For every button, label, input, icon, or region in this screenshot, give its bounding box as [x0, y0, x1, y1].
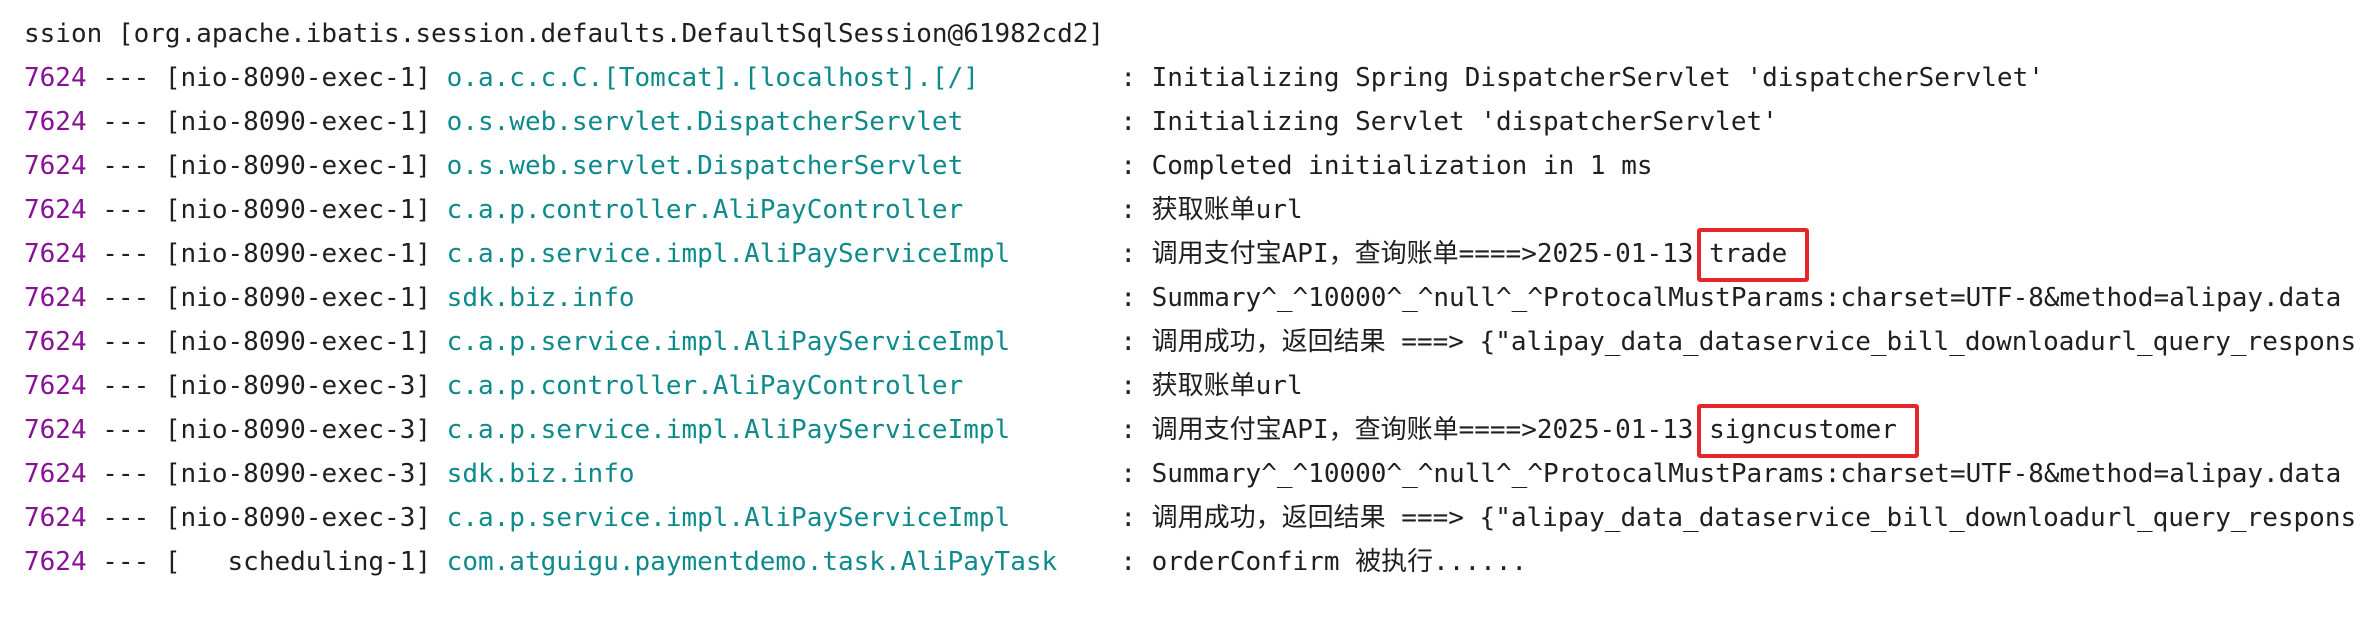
log-pid: 7624 — [24, 547, 87, 577]
log-colon: : — [1120, 415, 1152, 445]
log-thread: [nio-8090-exec-1] — [164, 239, 432, 269]
log-logger: o.s.web.servlet.DispatcherServlet — [446, 151, 964, 181]
log-separator: --- — [102, 151, 150, 181]
log-pid: 7624 — [24, 283, 87, 313]
log-line: 7624 --- [nio-8090-exec-1] o.s.web.servl… — [24, 144, 1653, 188]
log-separator: --- — [102, 239, 150, 269]
log-message: 调用成功，返回结果 ===> {"alipay_data_dataservice… — [1151, 327, 2357, 357]
log-colon: : — [1120, 459, 1152, 489]
log-line: 7624 --- [nio-8090-exec-1] o.a.c.c.C.[To… — [24, 56, 2044, 100]
log-logger: sdk.biz.info — [446, 459, 635, 489]
log-thread: [nio-8090-exec-1] — [164, 195, 432, 225]
log-pid: 7624 — [24, 459, 87, 489]
log-thread: [nio-8090-exec-1] — [164, 151, 432, 181]
log-thread: [nio-8090-exec-1] — [164, 63, 432, 93]
log-pid: 7624 — [24, 239, 87, 269]
log-logger: o.s.web.servlet.DispatcherServlet — [446, 107, 964, 137]
log-pid: 7624 — [24, 327, 87, 357]
log-logger: c.a.p.service.impl.AliPayServiceImpl — [446, 327, 1011, 357]
log-logger: c.a.p.service.impl.AliPayServiceImpl — [446, 239, 1011, 269]
log-message: Summary^_^10000^_^null^_^ProtocalMustPar… — [1151, 459, 2342, 489]
log-colon: : — [1120, 239, 1152, 269]
log-line: 7624 --- [nio-8090-exec-1] c.a.p.control… — [24, 188, 1303, 232]
log-message: 调用支付宝API，查询账单====>2025-01-13 — [1151, 239, 1710, 269]
log-logger: o.a.c.c.C.[Tomcat].[localhost].[/] — [446, 63, 979, 93]
log-separator: --- — [102, 459, 150, 489]
log-message: 调用支付宝API，查询账单====>2025-01-13 — [1151, 415, 1710, 445]
log-thread: [nio-8090-exec-3] — [164, 459, 432, 489]
log-logger: c.a.p.service.impl.AliPayServiceImpl — [446, 503, 1011, 533]
log-line: 7624 --- [nio-8090-exec-1] c.a.p.service… — [24, 320, 2356, 364]
log-message: Completed initialization in 1 ms — [1151, 151, 1653, 181]
log-separator: --- — [102, 283, 150, 313]
highlight-box: signcustomer — [1697, 404, 1919, 458]
log-thread: [nio-8090-exec-1] — [164, 107, 432, 137]
log-logger: com.atguigu.paymentdemo.task.AliPayTask — [446, 547, 1058, 577]
log-colon: : — [1120, 151, 1152, 181]
log-separator: --- — [102, 371, 150, 401]
log-separator: --- — [102, 327, 150, 357]
log-colon: : — [1120, 503, 1152, 533]
log-line: 7624 --- [nio-8090-exec-3] c.a.p.control… — [24, 364, 1303, 408]
log-pid: 7624 — [24, 503, 87, 533]
log-line: 7624 --- [nio-8090-exec-3] sdk.biz.info … — [24, 452, 2341, 496]
log-logger: c.a.p.service.impl.AliPayServiceImpl — [446, 415, 1011, 445]
highlight-box: trade — [1697, 228, 1810, 282]
log-pid: 7624 — [24, 371, 87, 401]
log-separator: --- — [102, 63, 150, 93]
log-colon: : — [1120, 283, 1152, 313]
log-message: orderConfirm 被执行...... — [1151, 547, 1528, 577]
log-thread: [nio-8090-exec-3] — [164, 415, 432, 445]
log-separator: --- — [102, 107, 150, 137]
log-message: 获取账单url — [1151, 371, 1303, 401]
log-message: Summary^_^10000^_^null^_^ProtocalMustPar… — [1151, 283, 2342, 313]
log-message: Initializing Spring DispatcherServlet 'd… — [1151, 63, 2044, 93]
log-thread: [ scheduling-1] — [164, 547, 432, 577]
log-thread: [nio-8090-exec-1] — [164, 283, 432, 313]
log-colon: : — [1120, 195, 1152, 225]
log-thread: [nio-8090-exec-3] — [164, 503, 432, 533]
log-message: 获取账单url — [1151, 195, 1303, 225]
log-line-header: ssion [org.apache.ibatis.session.default… — [24, 19, 1105, 49]
log-logger: c.a.p.controller.AliPayController — [446, 195, 964, 225]
log-separator: --- — [102, 547, 150, 577]
log-pid: 7624 — [24, 415, 87, 445]
log-colon: : — [1120, 63, 1152, 93]
log-message: Initializing Servlet 'dispatcherServlet' — [1151, 107, 1778, 137]
log-line: 7624 --- [nio-8090-exec-3] c.a.p.service… — [24, 496, 2356, 540]
log-pid: 7624 — [24, 151, 87, 181]
log-separator: --- — [102, 503, 150, 533]
log-separator: --- — [102, 415, 150, 445]
log-separator: --- — [102, 195, 150, 225]
log-colon: : — [1120, 327, 1152, 357]
log-pid: 7624 — [24, 195, 87, 225]
log-logger: sdk.biz.info — [446, 283, 635, 313]
log-thread: [nio-8090-exec-1] — [164, 327, 432, 357]
log-colon: : — [1120, 547, 1152, 577]
log-line: 7624 --- [ scheduling-1] com.atguigu.pay… — [24, 540, 1527, 584]
log-line: 7624 --- [nio-8090-exec-1] sdk.biz.info … — [24, 276, 2341, 320]
log-colon: : — [1120, 107, 1152, 137]
log-message: 调用成功，返回结果 ===> {"alipay_data_dataservice… — [1151, 503, 2357, 533]
log-logger: c.a.p.controller.AliPayController — [446, 371, 964, 401]
log-pid: 7624 — [24, 63, 87, 93]
log-line: 7624 --- [nio-8090-exec-3] c.a.p.service… — [24, 404, 1919, 458]
log-line: 7624 --- [nio-8090-exec-1] c.a.p.service… — [24, 228, 1810, 282]
log-pid: 7624 — [24, 107, 87, 137]
log-thread: [nio-8090-exec-3] — [164, 371, 432, 401]
log-line: 7624 --- [nio-8090-exec-1] o.s.web.servl… — [24, 100, 1778, 144]
log-colon: : — [1120, 371, 1152, 401]
